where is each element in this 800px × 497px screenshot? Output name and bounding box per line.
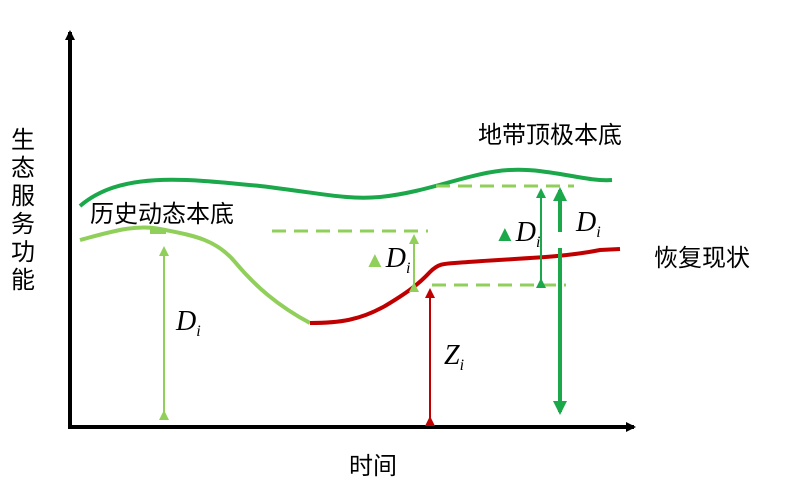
historical-label: 历史动态本底 bbox=[90, 200, 234, 228]
d-historical-label: Di bbox=[175, 306, 201, 340]
delta-climax-symbol: D bbox=[515, 217, 536, 248]
d-historical-symbol: D bbox=[175, 306, 196, 337]
delta-climax-sub: i bbox=[536, 234, 540, 251]
delta-hist-triangle: ▲ bbox=[364, 247, 386, 272]
d-climax-symbol: D bbox=[575, 207, 596, 238]
current-label: 恢复现状 bbox=[654, 244, 750, 272]
y-axis-label: 生态服务功能 bbox=[11, 126, 35, 294]
z-sub: i bbox=[460, 357, 464, 374]
historical-baseline-curve bbox=[79, 225, 311, 325]
delta-d-climax-label: ▲Di bbox=[494, 217, 540, 251]
z-label: Zi bbox=[444, 340, 464, 374]
d-climax-label: Di bbox=[575, 207, 601, 241]
delta-d-historical-label: ▲Di bbox=[364, 243, 410, 277]
climax-label: 地带顶极本底 bbox=[478, 121, 622, 149]
delta-hist-symbol: D bbox=[385, 243, 406, 274]
d-climax-sub: i bbox=[596, 224, 600, 241]
x-axis-label: 时间 bbox=[349, 452, 397, 480]
d-historical-sub: i bbox=[196, 323, 200, 340]
historical-peak-marker bbox=[150, 228, 166, 234]
delta-hist-sub: i bbox=[406, 260, 410, 277]
z-symbol: Z bbox=[444, 340, 460, 371]
climax-baseline-curve bbox=[78, 167, 613, 208]
delta-climax-triangle: ▲ bbox=[494, 221, 516, 246]
